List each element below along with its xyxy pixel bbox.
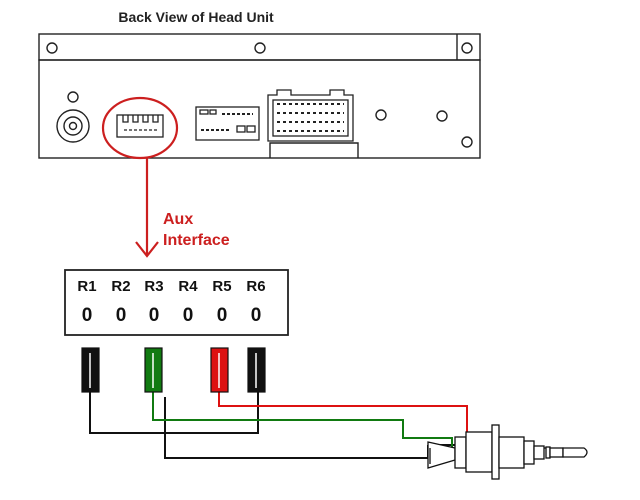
pin-label-r5: R5 <box>212 278 231 295</box>
pin-label-r2: R2 <box>111 278 130 295</box>
black-wire-r1-r6 <box>89 392 259 434</box>
screw-hole <box>67 91 79 103</box>
head-unit-top-strip <box>38 33 481 61</box>
pin-label-r3: R3 <box>144 278 163 295</box>
pin-terminal-r1: 0 <box>82 305 93 326</box>
pin-row: R1 0 R2 0 R3 0 R4 0 R5 0 R6 0 <box>77 278 265 326</box>
interface-label: Interface <box>163 232 230 249</box>
aux-highlight-circle <box>101 96 179 160</box>
mid-connector <box>195 106 260 141</box>
screw-hole <box>461 42 473 54</box>
antenna-jack-ring <box>63 116 83 136</box>
aux-arrow <box>135 158 159 258</box>
pin-terminal-r4: 0 <box>183 305 194 326</box>
head-unit <box>38 33 481 159</box>
pin-label-r1: R1 <box>77 278 96 295</box>
screw-hole <box>436 110 448 122</box>
screw-hole <box>375 109 387 121</box>
red-wire-r5 <box>218 392 468 437</box>
screw-hole <box>461 136 473 148</box>
pin-label-r6: R6 <box>246 278 265 295</box>
head-unit-bottom-tab <box>269 142 359 158</box>
green-wire-r3 <box>152 392 466 450</box>
aux-label: Aux <box>163 211 193 228</box>
audio-plug <box>427 424 588 480</box>
screw-hole <box>254 42 266 54</box>
pin-terminal-r5: 0 <box>217 305 228 326</box>
head-unit-rear-panel <box>38 59 481 159</box>
pin-block <box>64 269 289 336</box>
wiring <box>81 347 468 459</box>
pin-terminal-r2: 0 <box>116 305 127 326</box>
diagram-title: Back View of Head Unit <box>118 9 274 25</box>
aux-connector <box>116 114 164 138</box>
antenna-jack <box>56 109 90 143</box>
screw-hole <box>46 42 58 54</box>
pin-label-r4: R4 <box>178 278 198 295</box>
antenna-jack-center <box>68 121 78 131</box>
main-connector <box>267 89 354 142</box>
pin-terminal-r3: 0 <box>149 305 160 326</box>
pin-terminal-r6: 0 <box>251 305 262 326</box>
